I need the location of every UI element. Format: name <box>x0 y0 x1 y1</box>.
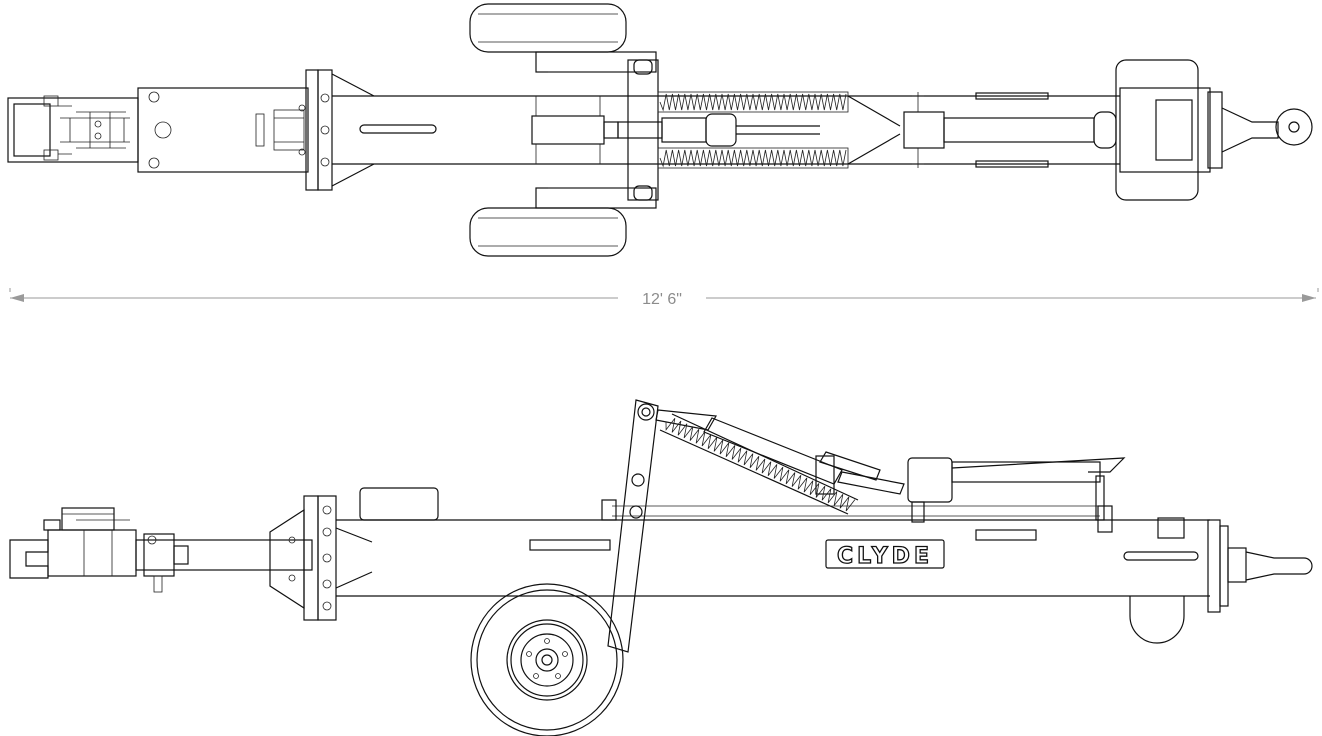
side-view-hand-pump <box>907 457 1126 533</box>
side-view-logo-plate: CLYDE <box>825 539 945 570</box>
side-view-hitch-coupler <box>9 507 137 579</box>
overall-length-dimension: 12' 6" <box>9 288 1319 308</box>
side-view-spring <box>659 413 859 515</box>
top-view <box>7 3 1313 257</box>
top-view-flange-plate <box>298 69 375 191</box>
top-view-hydraulic-cylinder <box>617 113 820 147</box>
side-view-axle-arm <box>601 399 1100 653</box>
top-view-wheel-lower <box>469 207 627 257</box>
top-view-springs <box>657 91 901 169</box>
side-view-main-tube <box>336 487 1210 644</box>
arrow-right-icon <box>1302 294 1316 302</box>
top-view-axle <box>535 51 659 209</box>
top-view-rear-end <box>1115 59 1313 201</box>
top-view-hitch-coupler <box>7 95 139 163</box>
side-view-hydraulic-cylinder <box>655 409 905 495</box>
top-view-front-tube <box>137 87 309 173</box>
side-view: CLYDE <box>9 399 1313 736</box>
arrow-left-icon <box>10 294 24 302</box>
overall-length-label: 12' 6" <box>642 291 682 308</box>
side-view-rear-end <box>1207 519 1313 613</box>
brand-logo: CLYDE <box>837 544 933 569</box>
top-view-main-frame <box>332 95 1120 165</box>
top-view-hand-pump <box>903 92 1117 168</box>
side-view-wheel <box>470 583 624 736</box>
top-view-wheel-upper <box>469 3 627 53</box>
side-view-flange-plate <box>269 495 373 621</box>
side-view-drawbar <box>135 533 313 593</box>
